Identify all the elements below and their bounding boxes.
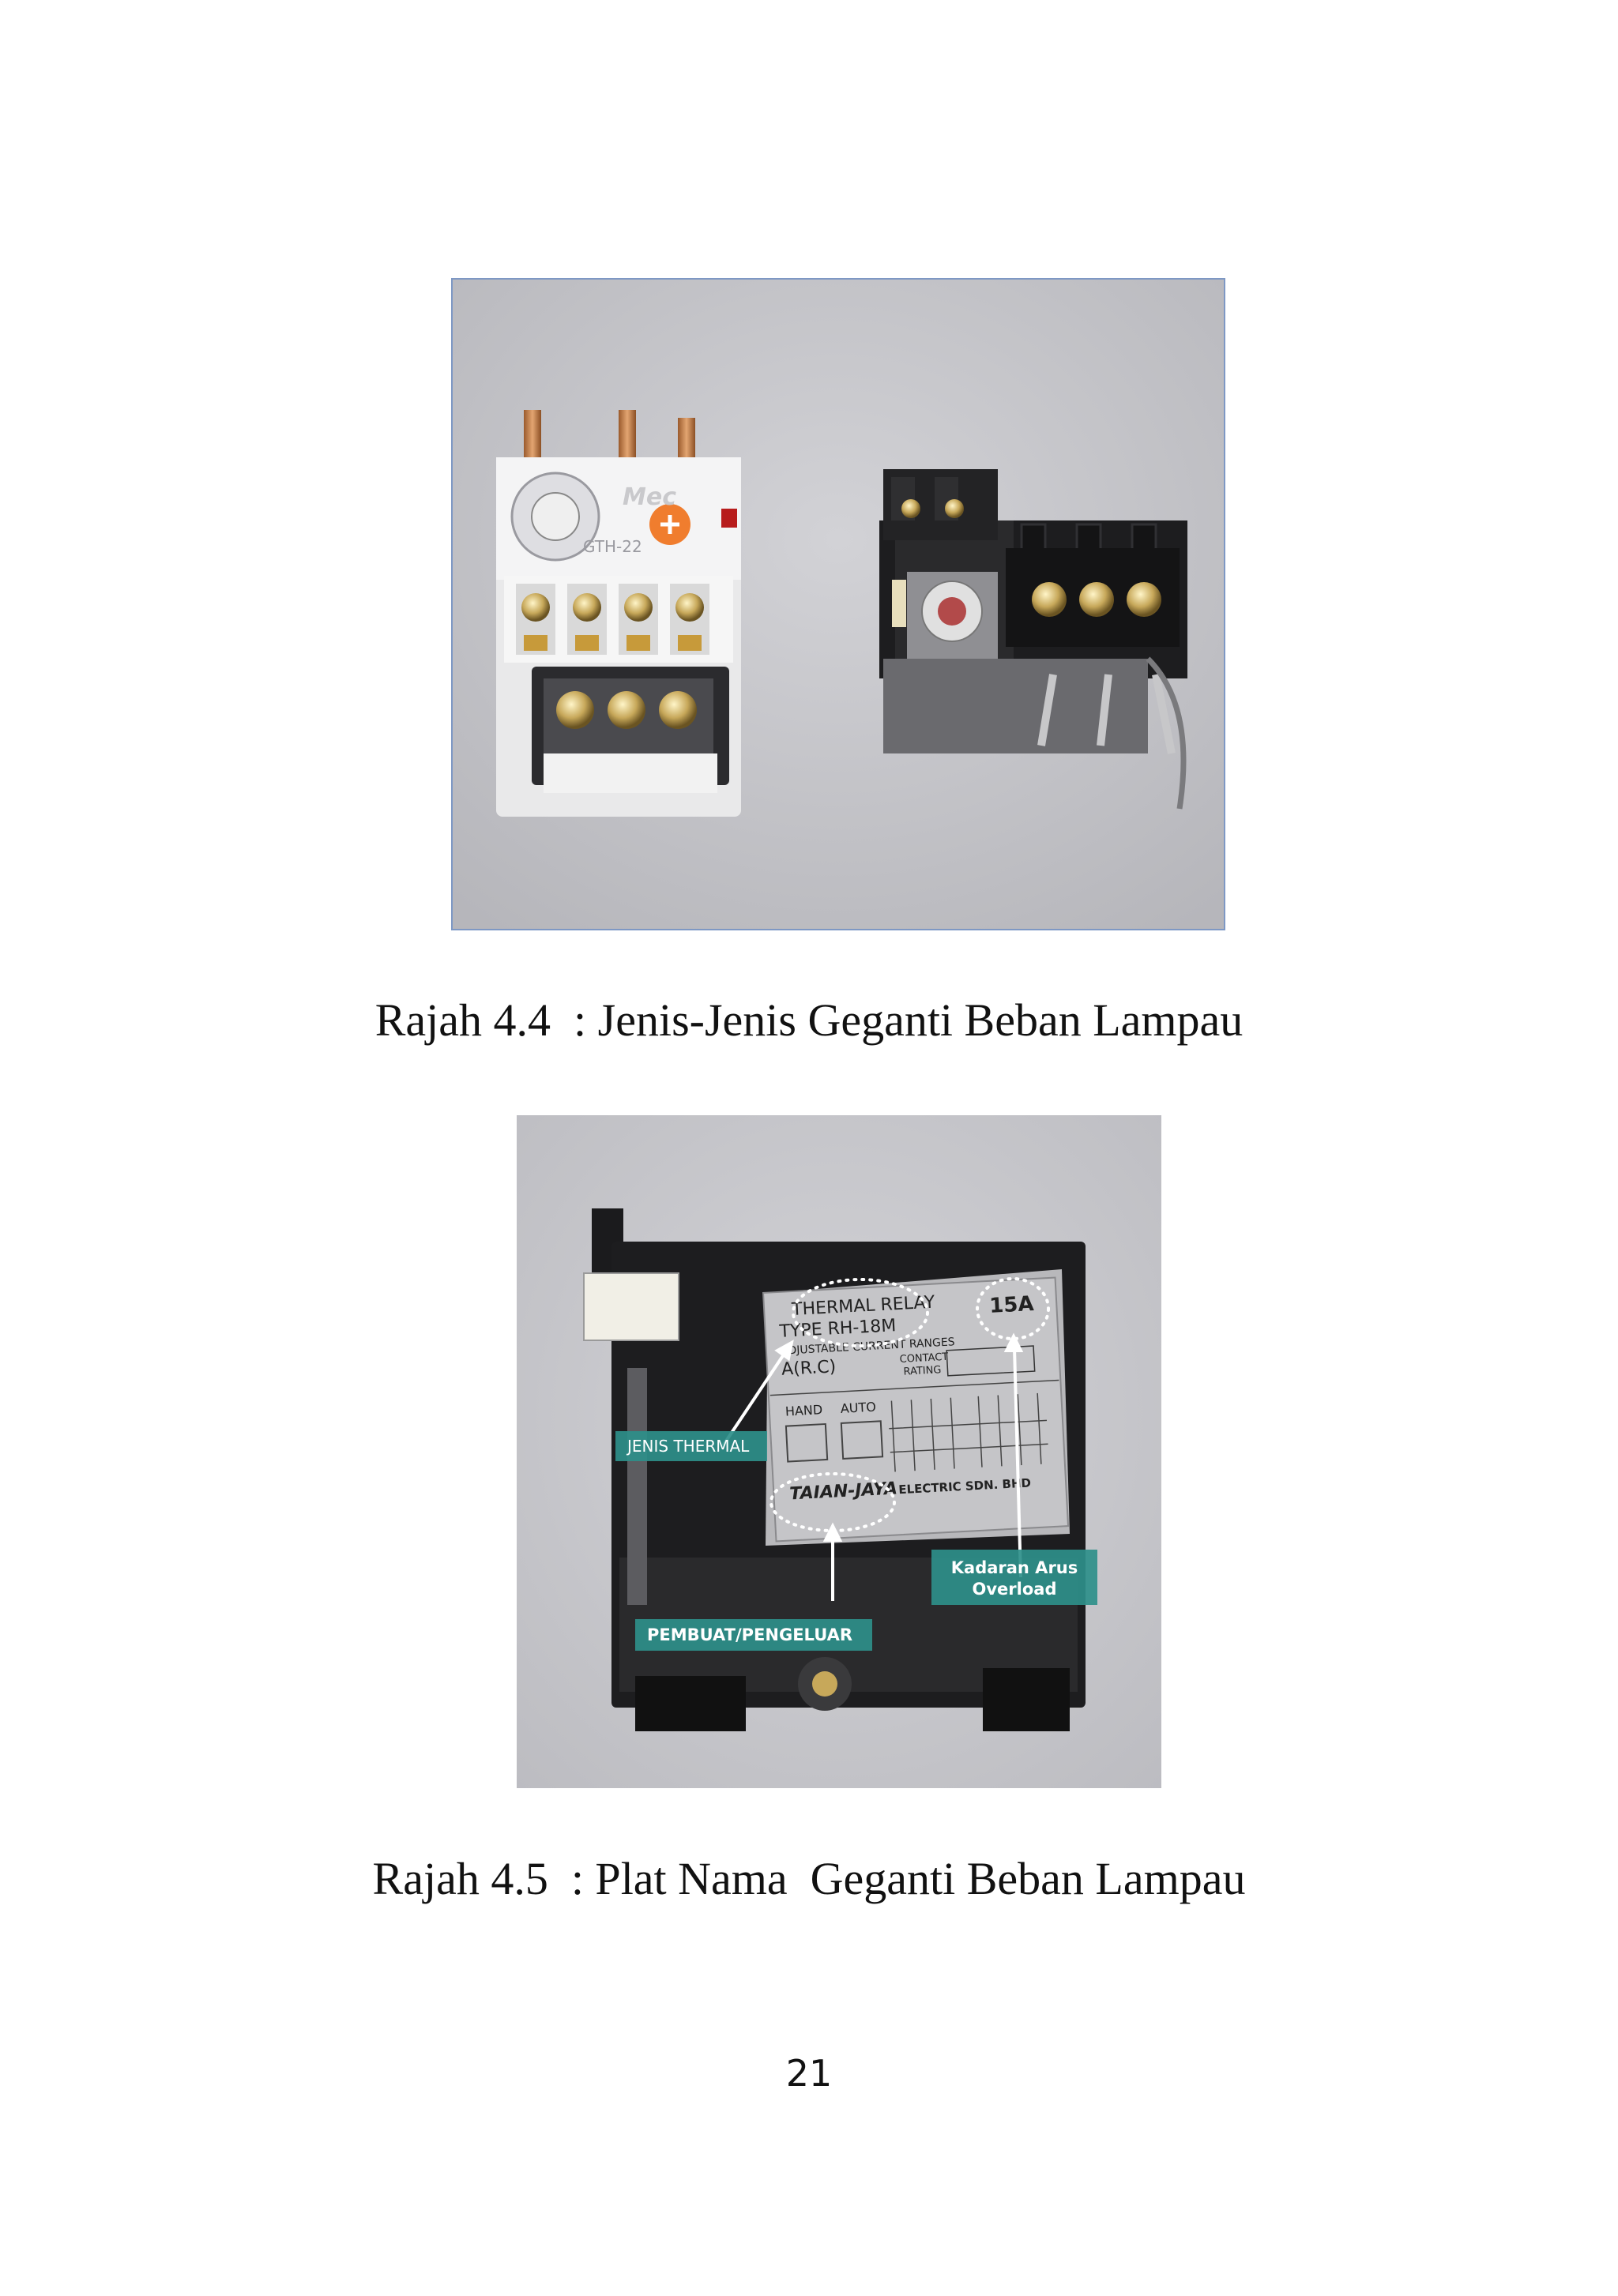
nameplate-hand: HAND bbox=[785, 1402, 822, 1419]
label-jenis-thermal: JENIS THERMAL bbox=[626, 1437, 750, 1456]
highlight-type bbox=[792, 1278, 929, 1347]
brand-mark: Mec bbox=[623, 483, 676, 511]
nameplate-illustration: THERMAL RELAY TYPE RH-18M ADJUSTABLE CUR… bbox=[517, 1115, 1161, 1788]
highlight-amps bbox=[976, 1277, 1050, 1340]
nameplate-auto: AUTO bbox=[840, 1400, 876, 1416]
nameplate-amps: 15A bbox=[989, 1292, 1035, 1318]
nameplate-rating: RATING bbox=[903, 1364, 942, 1377]
overload-relays-illustration: Mec GTH-22 bbox=[453, 280, 1224, 929]
annotation-arrows bbox=[721, 1332, 1024, 1601]
figure-caption-4-4: Rajah 4.4 : Jenis-Jenis Geganti Beban La… bbox=[374, 994, 1244, 1046]
nameplate-arc: A(R.C) bbox=[781, 1357, 837, 1380]
left-relay: Mec GTH-22 bbox=[496, 410, 741, 817]
model-mark: GTH-22 bbox=[583, 537, 642, 556]
label-kadaran-line1: Kadaran Arus bbox=[951, 1558, 1078, 1577]
label-kadaran-bg bbox=[931, 1550, 1097, 1605]
right-relay bbox=[879, 469, 1187, 810]
nameplate-contact: CONTACT bbox=[899, 1351, 948, 1366]
label-kadaran-line2: Overload bbox=[973, 1580, 1057, 1599]
label-pembuat: PEMBUAT/PENGELUAR bbox=[647, 1625, 852, 1644]
label-pembuat-bg bbox=[635, 1619, 872, 1651]
annotation-labels: JENIS THERMAL PEMBUAT/PENGELUAR Kadaran … bbox=[615, 1431, 1097, 1651]
nameplate-label: THERMAL RELAY TYPE RH-18M ADJUSTABLE CUR… bbox=[762, 1269, 1070, 1546]
label-jenis-bg bbox=[615, 1431, 767, 1461]
overload-relays-photo: Mec GTH-22 bbox=[451, 278, 1225, 930]
figure-caption-4-5: Rajah 4.5 : Plat Nama Geganti Beban Lamp… bbox=[372, 1853, 1246, 1904]
nameplate-photo: THERMAL RELAY TYPE RH-18M ADJUSTABLE CUR… bbox=[517, 1115, 1161, 1788]
page-number: 21 bbox=[785, 2052, 833, 2095]
